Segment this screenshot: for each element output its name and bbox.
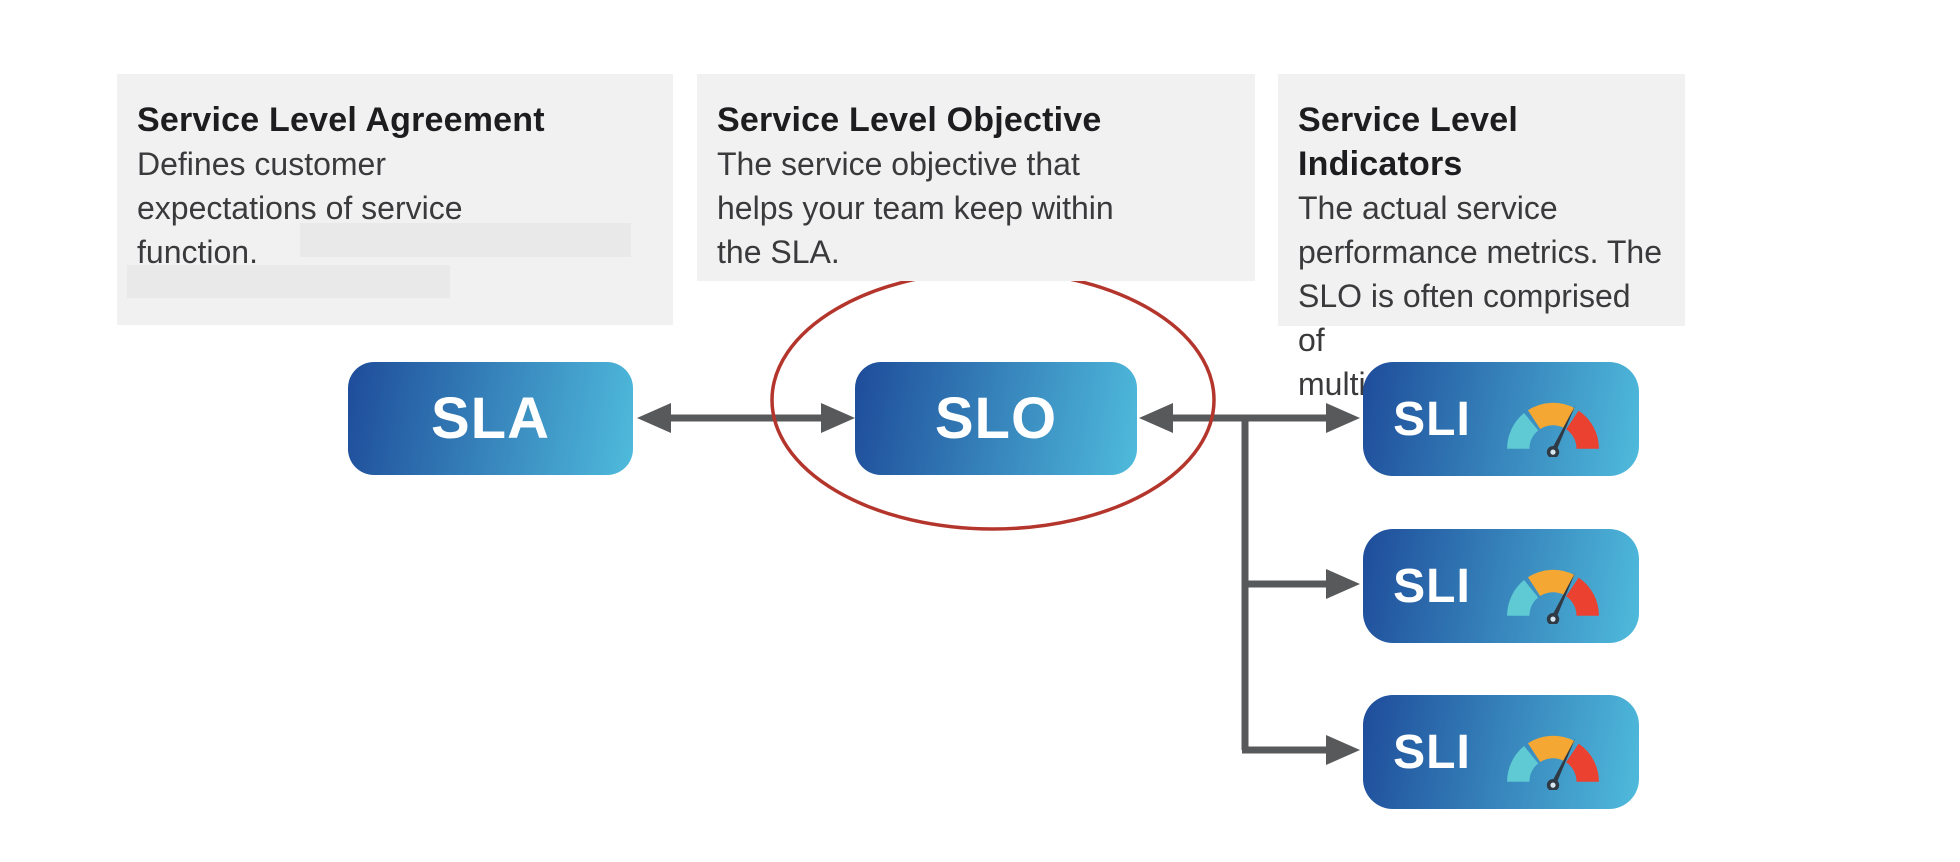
card-body: The actual service performance metrics. … <box>1298 190 1662 402</box>
card-title: Service Level Agreement <box>137 101 545 139</box>
node-sli-3: SLI <box>1363 695 1639 809</box>
gauge-segment-orange <box>1527 569 1575 597</box>
node-slo: SLO <box>855 362 1137 475</box>
info-card-sla: Service Level Agreement Defines customer… <box>117 74 673 325</box>
info-card-sli: Service Level Indicators The actual serv… <box>1278 74 1685 402</box>
node-sli-1: SLI <box>1363 362 1639 476</box>
card-title: Service Level Objective <box>717 101 1102 139</box>
gauge-segment-red <box>1565 577 1599 617</box>
redacted-text-block <box>300 223 631 257</box>
gauge-segment-teal <box>1506 413 1539 450</box>
arrowhead-left-slo <box>1139 403 1173 433</box>
node-slo-label: SLO <box>934 386 1058 451</box>
card-body: Defines customer expectations of service… <box>137 146 463 270</box>
gauge-segment-red <box>1565 743 1599 783</box>
node-sli-2: SLI <box>1363 529 1639 643</box>
card-body: The service objective that helps your te… <box>717 146 1114 270</box>
node-sla: SLA <box>348 362 633 475</box>
gauge-needle-hub-center <box>1550 449 1556 455</box>
arrowhead-right-slo <box>821 403 855 433</box>
gauge-meter-icon <box>1506 735 1599 790</box>
gauge-needle-hub-center <box>1550 782 1556 788</box>
gauge-segment-orange <box>1527 735 1575 763</box>
gauge-segment-teal <box>1506 580 1539 617</box>
arrowhead-right-sli3 <box>1326 735 1360 765</box>
redacted-text-block <box>127 265 450 298</box>
gauge-meter-icon <box>1506 569 1599 624</box>
info-card-slo: Service Level Objective The service obje… <box>697 74 1255 281</box>
card-title: Service Level Indicators <box>1298 101 1518 183</box>
node-sli-label: SLI <box>1393 559 1471 613</box>
arrowhead-right-sli2 <box>1326 569 1360 599</box>
arrowhead-left-sla <box>637 403 671 433</box>
gauge-segment-red <box>1565 410 1599 450</box>
node-sli-label: SLI <box>1393 725 1471 779</box>
node-sli-label: SLI <box>1393 392 1471 446</box>
gauge-segment-orange <box>1527 402 1575 430</box>
arrowhead-right-sli1 <box>1326 403 1360 433</box>
node-sla-label: SLA <box>431 386 550 451</box>
gauge-needle-hub-center <box>1550 616 1556 622</box>
gauge-segment-teal <box>1506 746 1539 783</box>
gauge-meter-icon <box>1506 402 1599 457</box>
